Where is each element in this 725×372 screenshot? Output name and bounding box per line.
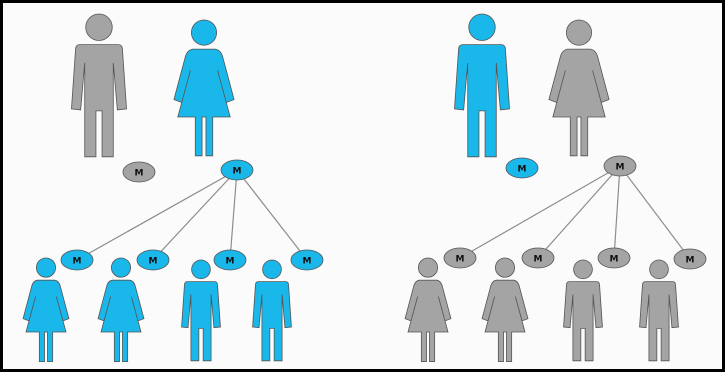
left-pedigree-mother-mito-oval: M xyxy=(220,159,254,181)
left-pedigree-child-1-female-figure xyxy=(22,257,70,363)
right-pedigree-child-3-male-figure xyxy=(563,259,603,362)
right-pedigree-link-line xyxy=(619,165,691,260)
right-pedigree-child-2-mito-oval: M xyxy=(521,247,555,269)
left-pedigree-link-line xyxy=(152,169,238,261)
right-pedigree-child-1-mito-oval-label: M xyxy=(456,255,465,265)
right-pedigree-child-4-mito-oval: M xyxy=(673,248,707,270)
right-pedigree-child-1-mito-oval: M xyxy=(443,247,477,269)
left-pedigree-child-3-mito-oval-label: M xyxy=(226,257,235,267)
left-pedigree-child-1-mito-oval: M xyxy=(60,249,94,271)
right-pedigree-child-3-mito-oval-label: M xyxy=(610,255,619,265)
right-pedigree-mother-mito-oval: M xyxy=(603,155,637,177)
right-pedigree-mother-female-figure xyxy=(548,19,610,157)
left-pedigree-father-mito-oval: M xyxy=(122,161,156,183)
left-pedigree-child-3-male-figure xyxy=(181,259,221,362)
right-pedigree-mother-mito-oval-label: M xyxy=(616,163,625,173)
left-pedigree-child-1-mito-oval-label: M xyxy=(73,257,82,267)
right-pedigree-child-4-male-figure xyxy=(639,259,679,362)
left-pedigree-link-line xyxy=(229,169,238,261)
left-pedigree-mother-mito-oval-label: M xyxy=(233,167,242,177)
left-pedigree-father-male-figure xyxy=(71,13,127,158)
right-pedigree-child-4-mito-oval-label: M xyxy=(686,256,695,266)
left-pedigree-link-line xyxy=(236,169,308,261)
right-pedigree-link-line xyxy=(459,165,621,259)
right-pedigree-father-mito-oval-label: M xyxy=(518,165,527,175)
left-pedigree-child-2-mito-oval: M xyxy=(136,249,170,271)
left-pedigree-child-4-mito-oval: M xyxy=(290,249,324,271)
left-pedigree-child-4-mito-oval-label: M xyxy=(303,257,312,267)
right-pedigree-link-line xyxy=(537,165,621,259)
right-pedigree-father-male-figure xyxy=(454,13,510,158)
right-pedigree-child-3-mito-oval: M xyxy=(597,247,631,269)
left-pedigree-father-mito-oval-label: M xyxy=(135,169,144,179)
left-pedigree-child-3-mito-oval: M xyxy=(213,249,247,271)
mitochondrial-inheritance-diagram: M M M M M M M M M M M M xyxy=(22,13,707,363)
right-pedigree-child-2-female-figure xyxy=(481,257,529,363)
left-pedigree-child-2-female-figure xyxy=(97,257,145,363)
right-pedigree-father-mito-oval: M xyxy=(505,157,539,179)
left-pedigree-child-2-mito-oval-label: M xyxy=(149,257,158,267)
left-pedigree-mother-female-figure xyxy=(173,19,235,157)
left-pedigree-link-line xyxy=(76,169,238,261)
right-pedigree-child-2-mito-oval-label: M xyxy=(534,255,543,265)
left-pedigree-child-4-male-figure xyxy=(252,259,292,362)
right-pedigree-child-1-female-figure xyxy=(404,257,452,363)
right-pedigree-link-line xyxy=(613,165,621,259)
